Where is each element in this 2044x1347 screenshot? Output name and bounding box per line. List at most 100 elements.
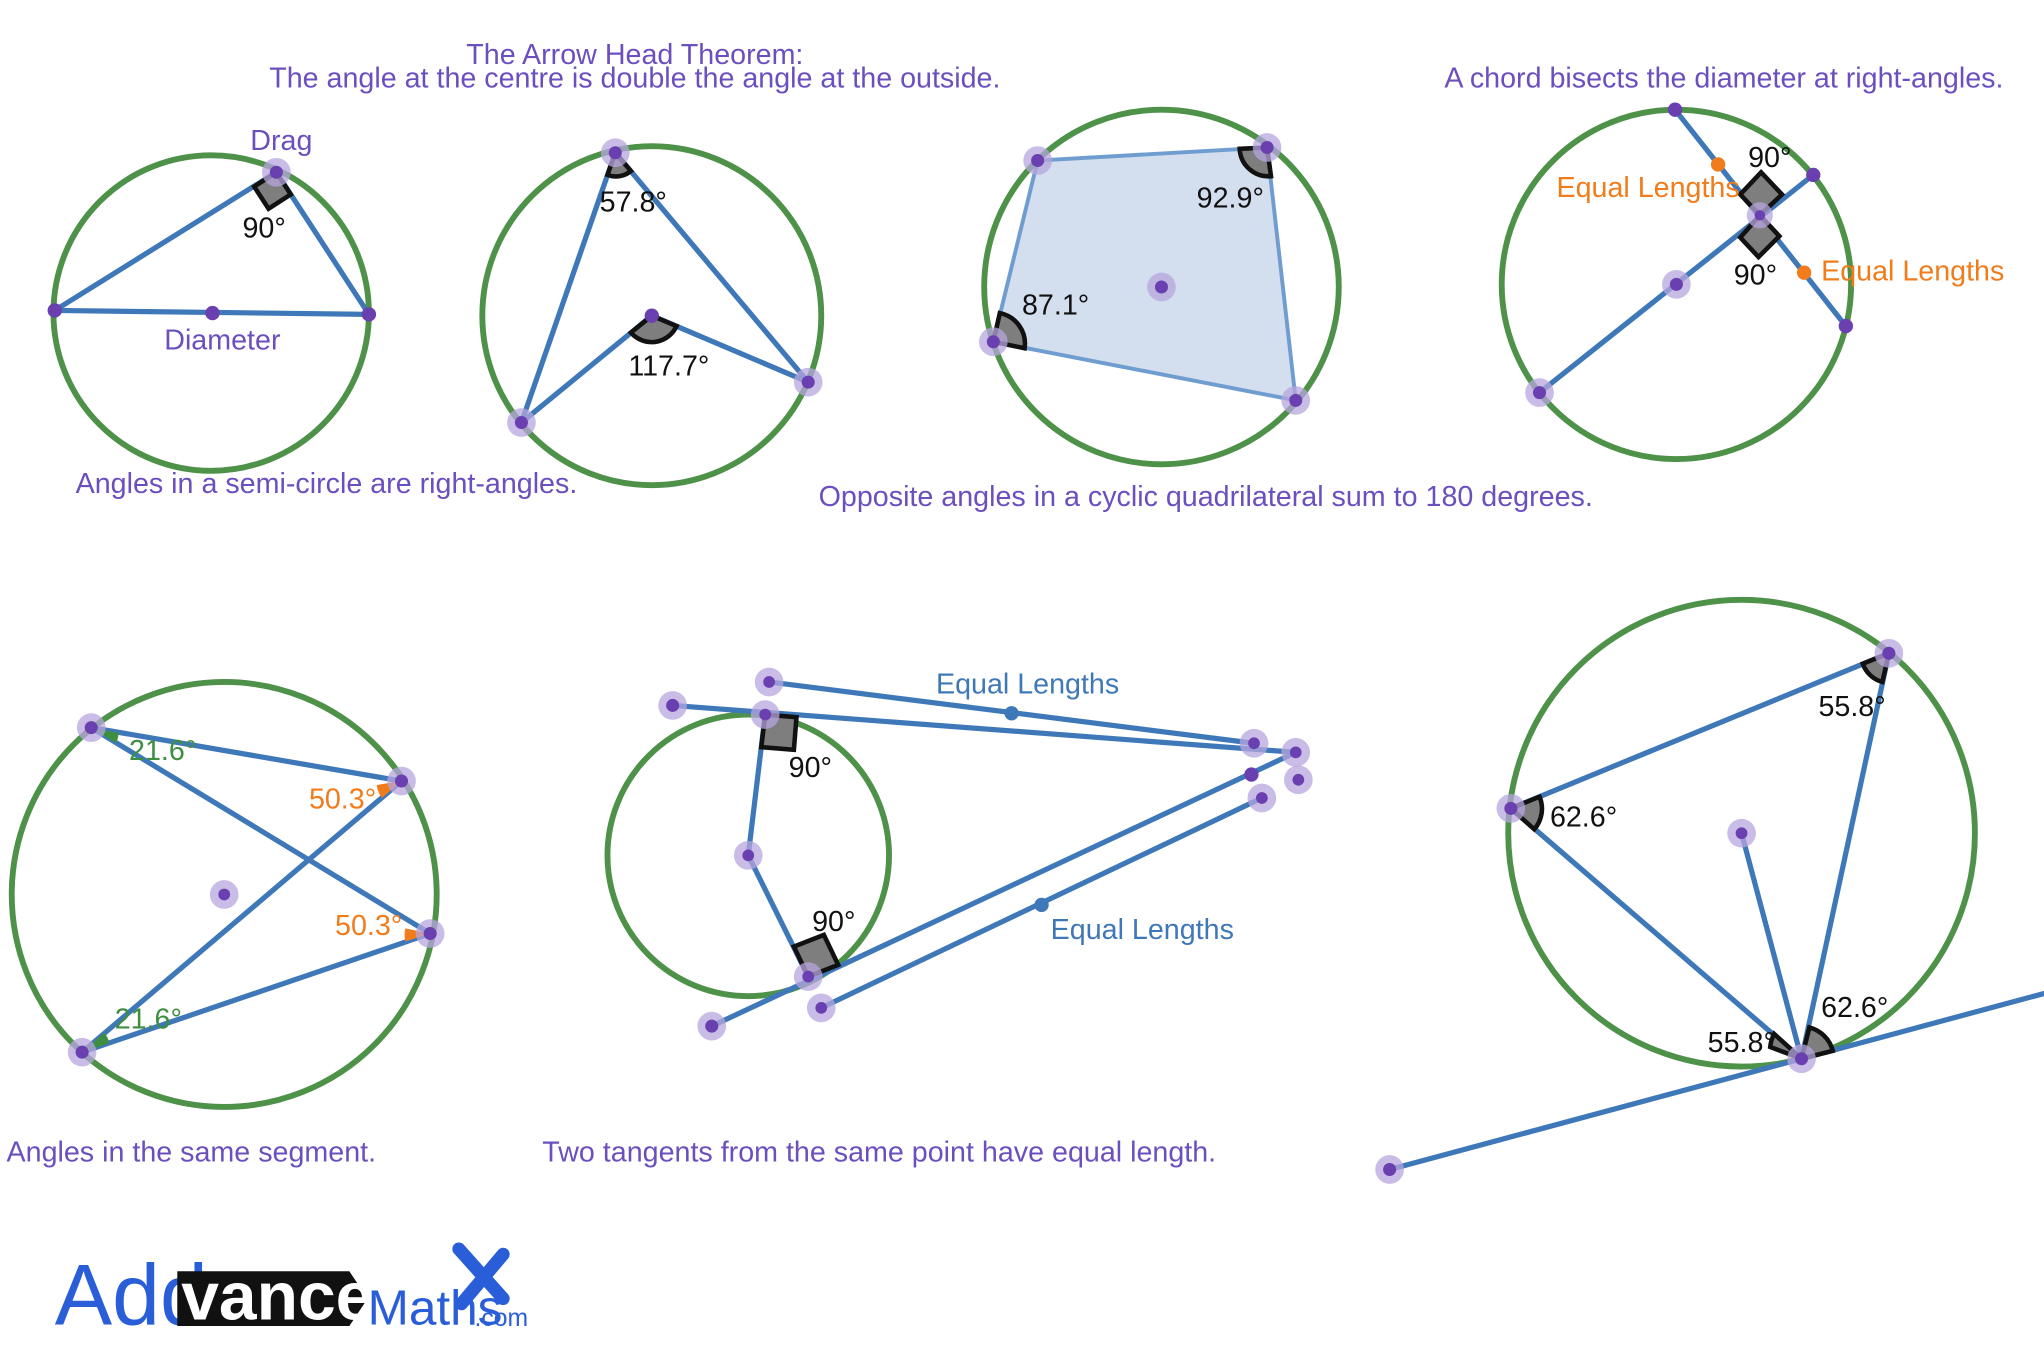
tangent-top-angle-label: 90° xyxy=(789,752,832,784)
arrowhead-panel: The Arrow Head Theorem: The angle at the… xyxy=(269,39,1000,489)
segment-line-4 xyxy=(79,930,433,1055)
arrow-point-left[interactable] xyxy=(514,416,528,430)
alt-left-angle xyxy=(1506,793,1545,833)
external-point[interactable] xyxy=(1289,746,1302,759)
alt-bottom-right-label: 62.6° xyxy=(1821,992,1888,1024)
segment-point-c[interactable] xyxy=(423,927,437,941)
marker-end-top-right[interactable] xyxy=(1248,737,1260,750)
tangents-circle xyxy=(604,711,892,1000)
triangle-side-right xyxy=(1798,650,1892,1062)
diameter-end-right xyxy=(361,307,377,322)
equal-length-midpoint-top xyxy=(1004,706,1019,721)
diameter-end-left xyxy=(47,303,62,318)
tangent-end-top[interactable] xyxy=(666,698,680,712)
chord-midpoint-lower xyxy=(1796,265,1812,280)
segment-line-2 xyxy=(88,724,433,937)
triangle-side-left xyxy=(1508,805,1805,1062)
tangent-point-bottom xyxy=(802,970,815,983)
segment-point-a[interactable] xyxy=(84,721,98,735)
arrowhead-title: The Arrow Head Theorem: xyxy=(466,39,803,71)
cyclic-caption: Opposite angles in a cyclic quadrilatera… xyxy=(819,481,1593,513)
chord-end-bottom xyxy=(1838,318,1854,334)
segment-bottom-left-label: 21.6° xyxy=(115,1004,182,1036)
arrow-centre-label: 117.7° xyxy=(628,351,709,383)
cyclic-point-c[interactable] xyxy=(1289,393,1303,407)
cyclic-point-d[interactable] xyxy=(986,335,1000,349)
marker-end-top-left[interactable] xyxy=(763,676,775,688)
segment-line-3 xyxy=(79,778,405,1055)
radius-line xyxy=(1738,830,1805,1062)
arrow-centre xyxy=(644,308,659,323)
chord-centre xyxy=(1669,277,1683,291)
drag-point[interactable] xyxy=(269,165,283,179)
chord-left xyxy=(52,169,279,314)
tangent-end-bottom[interactable] xyxy=(705,1019,719,1033)
tangent-intersection xyxy=(1244,767,1259,782)
cyclic-point-a[interactable] xyxy=(1031,154,1045,168)
arrowhead-caption: The angle at the centre is double the an… xyxy=(269,63,1000,95)
arrow-point-right[interactable] xyxy=(801,375,815,389)
alt-bottom-left-label: 55.8° xyxy=(1708,1027,1775,1059)
logo-arrow-shape xyxy=(177,1271,368,1326)
alt-point-left[interactable] xyxy=(1504,801,1518,815)
segment-upper-right-label: 50.3° xyxy=(309,783,376,815)
semicircle-centre xyxy=(205,305,220,321)
chord-caption: A chord bisects the diameter at right-an… xyxy=(1444,63,2003,95)
chord-right-angle-top xyxy=(1737,168,1786,219)
arrow-centre-angle xyxy=(627,313,680,345)
chord-drag-point[interactable] xyxy=(1533,386,1547,400)
logo-part-com: .com xyxy=(475,1305,529,1332)
tangent-point[interactable] xyxy=(1795,1052,1809,1066)
addvance-maths-logo: Add vance Maths .com xyxy=(55,1242,529,1344)
diameter-label: Diameter xyxy=(164,325,281,357)
semicircle-angle-label: 90° xyxy=(242,212,285,244)
alt-left-label: 62.6° xyxy=(1550,802,1617,834)
segment-point-b[interactable] xyxy=(394,774,409,788)
chord-intersection xyxy=(1754,210,1766,221)
cyclic-circle xyxy=(981,106,1342,468)
equal-lengths-label-upper: Equal Lengths xyxy=(1556,172,1739,204)
arrowhead-circle xyxy=(479,143,825,489)
arrow-point-top[interactable] xyxy=(608,146,622,160)
segment-panel: 21.6° 50.3° 50.3° 21.6° Angles in the sa… xyxy=(7,679,445,1169)
alternate-segment-panel: 55.8° 62.6° 55.8° 62.6° xyxy=(1375,596,2044,1184)
equal-lengths-label-lower: Equal Lengths xyxy=(1821,255,2004,287)
logo-cross-stroke-b xyxy=(454,1247,510,1311)
semicircle-panel: Drag Diameter 90° Angles in a semi-circl… xyxy=(47,125,577,500)
drag-label: Drag xyxy=(250,125,312,157)
segment-top-left-label: 21.6° xyxy=(129,735,196,767)
marker-end-bottom-right[interactable] xyxy=(1255,792,1268,804)
segment-point-d[interactable] xyxy=(75,1045,89,1059)
cyclic-top-label: 92.9° xyxy=(1197,182,1264,214)
arrow-chord-left xyxy=(518,150,618,426)
cyclic-centre xyxy=(1154,280,1168,294)
cyclic-left-label: 87.1° xyxy=(1022,289,1089,321)
alternate-circle xyxy=(1505,596,1978,1070)
segment-circle xyxy=(8,679,440,1110)
chord-top-angle-label: 90° xyxy=(1748,142,1791,174)
segment-centre xyxy=(218,888,231,901)
tangent-bottom-angle-label: 90° xyxy=(812,906,855,938)
tangents-panel: Equal Lengths Equal Lengths 90° 90° Two … xyxy=(542,667,1313,1169)
alt-top-label: 55.8° xyxy=(1818,691,1885,723)
chord-bottom-angle-label: 90° xyxy=(1734,259,1777,291)
tangent-end[interactable] xyxy=(1383,1162,1397,1177)
alt-point-top[interactable] xyxy=(1882,646,1896,660)
tangent-line xyxy=(1387,990,2044,1173)
cyclic-point-b[interactable] xyxy=(1260,140,1274,155)
segment-line-1 xyxy=(88,724,405,784)
chord-end-top xyxy=(1667,102,1683,117)
triangle-side-top xyxy=(1508,650,1892,812)
tangent-point-top xyxy=(759,708,772,721)
equal-lengths-label-top: Equal Lengths xyxy=(936,669,1119,701)
equal-length-midpoint-bottom xyxy=(1034,897,1049,913)
arrow-outside-label: 57.8° xyxy=(600,186,667,218)
marker-end-bottom-left[interactable] xyxy=(815,1002,828,1014)
equal-lengths-label-bottom: Equal Lengths xyxy=(1051,914,1234,946)
alt-centre xyxy=(1735,827,1748,840)
diameter-end-top xyxy=(1806,167,1821,183)
external-handle[interactable] xyxy=(1292,773,1305,786)
arrow-chord-right xyxy=(612,150,811,385)
chord-panel: A chord bisects the diameter at right-an… xyxy=(1444,63,2004,462)
